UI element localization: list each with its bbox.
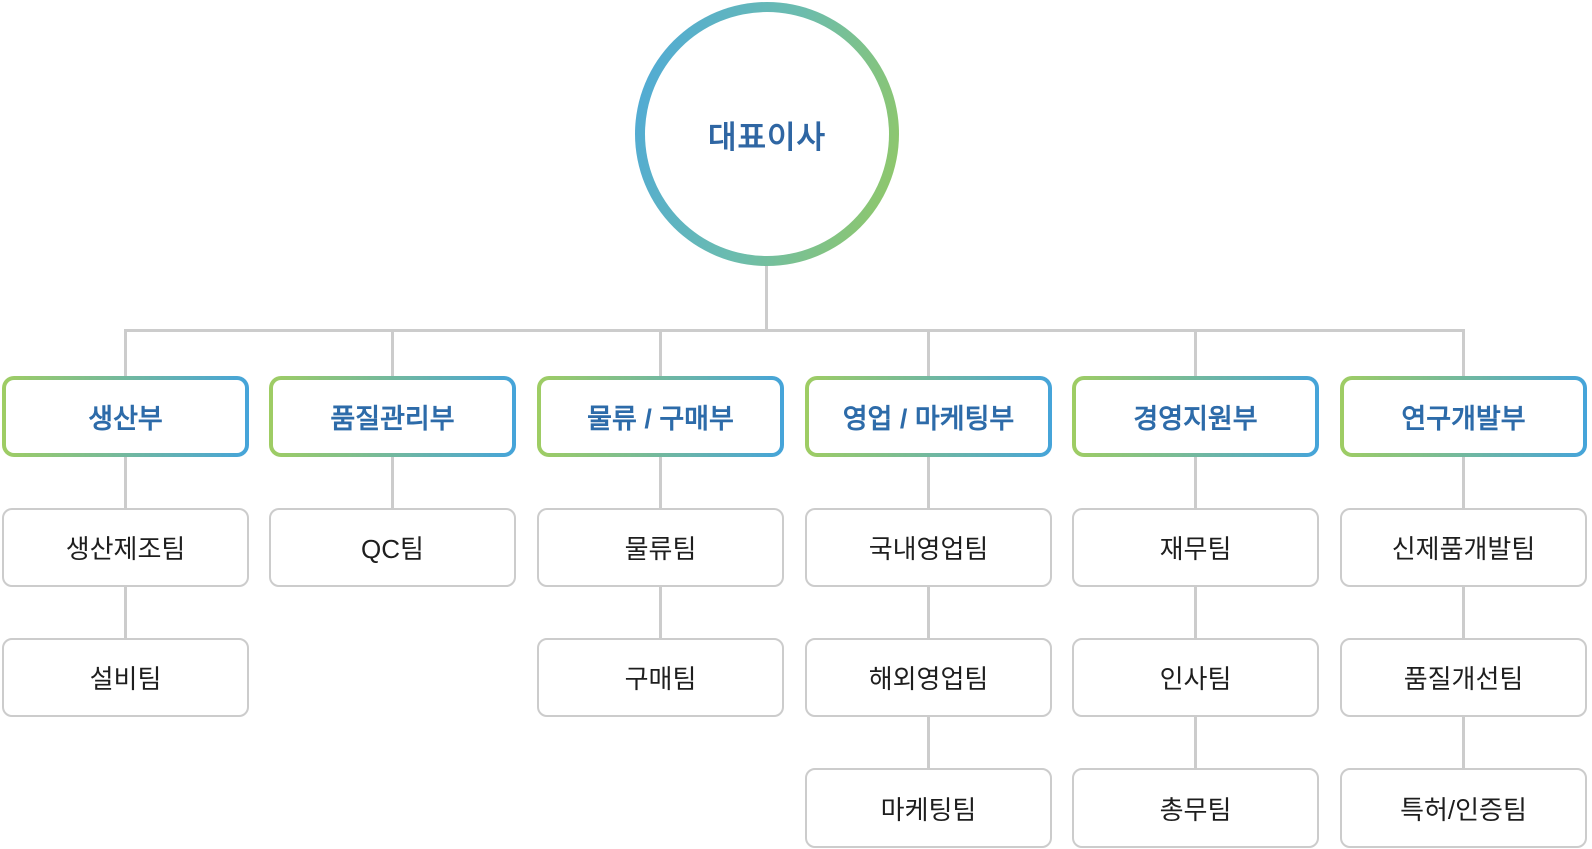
team-box: 물류팀 <box>537 508 784 587</box>
team-box: 해외영업팀 <box>805 638 1052 717</box>
ceo-node-inner: 대표이사 <box>645 12 889 256</box>
team-box: 마케팅팀 <box>805 768 1052 848</box>
connector-drop <box>927 329 930 376</box>
team-label: 총무팀 <box>1159 794 1232 825</box>
connector-line <box>124 457 127 508</box>
connector-line <box>391 457 394 508</box>
dept-box-inner: 경영지원부 <box>1076 380 1315 453</box>
team-box: 생산제조팀 <box>2 508 249 587</box>
team-label: 해외영업팀 <box>868 664 989 694</box>
team-box: 국내영업팀 <box>805 508 1052 587</box>
team-box: 신제품개발팀 <box>1340 508 1587 587</box>
team-label: QC팀 <box>361 534 424 564</box>
dept-box: 물류 / 구매부 <box>537 376 784 457</box>
column-management-support: 경영지원부 재무팀 인사팀 총무팀 <box>1072 0 1319 849</box>
connector-line <box>124 587 127 638</box>
connector-line <box>1462 457 1465 508</box>
connector-drop <box>659 329 662 376</box>
connector-line <box>927 717 930 768</box>
team-label: 신제품개발팀 <box>1391 534 1536 564</box>
connector-drop <box>1462 329 1465 376</box>
connector-ceo-drop <box>765 264 768 329</box>
dept-box: 생산부 <box>2 376 249 457</box>
team-label: 국내영업팀 <box>868 534 989 564</box>
connector-line <box>1194 717 1197 768</box>
team-box: 품질개선팀 <box>1340 638 1587 717</box>
team-box: 총무팀 <box>1072 768 1319 848</box>
team-box: 재무팀 <box>1072 508 1319 587</box>
connector-drop <box>1194 329 1197 376</box>
dept-label: 영업 / 마케팅부 <box>842 404 1015 434</box>
dept-label: 물류 / 구매부 <box>587 404 734 434</box>
dept-box-inner: 연구개발부 <box>1344 380 1583 453</box>
team-box: 특허/인증팀 <box>1340 768 1587 848</box>
dept-box-inner: 생산부 <box>6 380 245 453</box>
dept-box-inner: 물류 / 구매부 <box>541 380 780 453</box>
team-label: 설비팀 <box>89 664 162 694</box>
team-label: 마케팅팀 <box>880 794 977 825</box>
dept-label: 경영지원부 <box>1133 404 1258 434</box>
ceo-node: 대표이사 <box>635 2 899 266</box>
dept-box: 영업 / 마케팅부 <box>805 376 1052 457</box>
connector-drop <box>124 329 127 376</box>
ceo-label: 대표이사 <box>707 119 827 155</box>
team-label: 특허/인증팀 <box>1400 794 1527 825</box>
dept-label: 생산부 <box>88 404 163 434</box>
dept-box: 품질관리부 <box>269 376 516 457</box>
team-label: 품질개선팀 <box>1403 664 1524 694</box>
team-box: 구매팀 <box>537 638 784 717</box>
column-logistics-purchasing: 물류 / 구매부 물류팀 구매팀 <box>537 0 784 849</box>
connector-line <box>927 587 930 638</box>
team-box: 인사팀 <box>1072 638 1319 717</box>
dept-label: 연구개발부 <box>1401 404 1526 434</box>
connector-line <box>1194 457 1197 508</box>
dept-box-inner: 품질관리부 <box>273 380 512 453</box>
team-box: 설비팀 <box>2 638 249 717</box>
connector-line <box>659 457 662 508</box>
column-sales-marketing: 영업 / 마케팅부 국내영업팀 해외영업팀 마케팅팀 <box>805 0 1052 849</box>
team-label: 물류팀 <box>624 534 697 564</box>
connector-line <box>659 587 662 638</box>
connector-line <box>927 457 930 508</box>
team-label: 구매팀 <box>624 664 697 694</box>
dept-box: 경영지원부 <box>1072 376 1319 457</box>
connector-bus <box>124 329 1464 332</box>
column-production: 생산부 생산제조팀 설비팀 <box>2 0 249 849</box>
column-quality-control: 품질관리부 QC팀 <box>269 0 516 849</box>
dept-box-inner: 영업 / 마케팅부 <box>809 380 1048 453</box>
team-label: 생산제조팀 <box>65 534 186 564</box>
connector-drop <box>391 329 394 376</box>
connector-line <box>1194 587 1197 638</box>
team-label: 인사팀 <box>1159 664 1232 694</box>
connector-line <box>1462 587 1465 638</box>
team-box: QC팀 <box>269 508 516 587</box>
dept-label: 품질관리부 <box>330 404 455 434</box>
connector-line <box>1462 717 1465 768</box>
dept-box: 연구개발부 <box>1340 376 1587 457</box>
column-rnd: 연구개발부 신제품개발팀 품질개선팀 특허/인증팀 <box>1340 0 1587 849</box>
team-label: 재무팀 <box>1159 534 1232 564</box>
